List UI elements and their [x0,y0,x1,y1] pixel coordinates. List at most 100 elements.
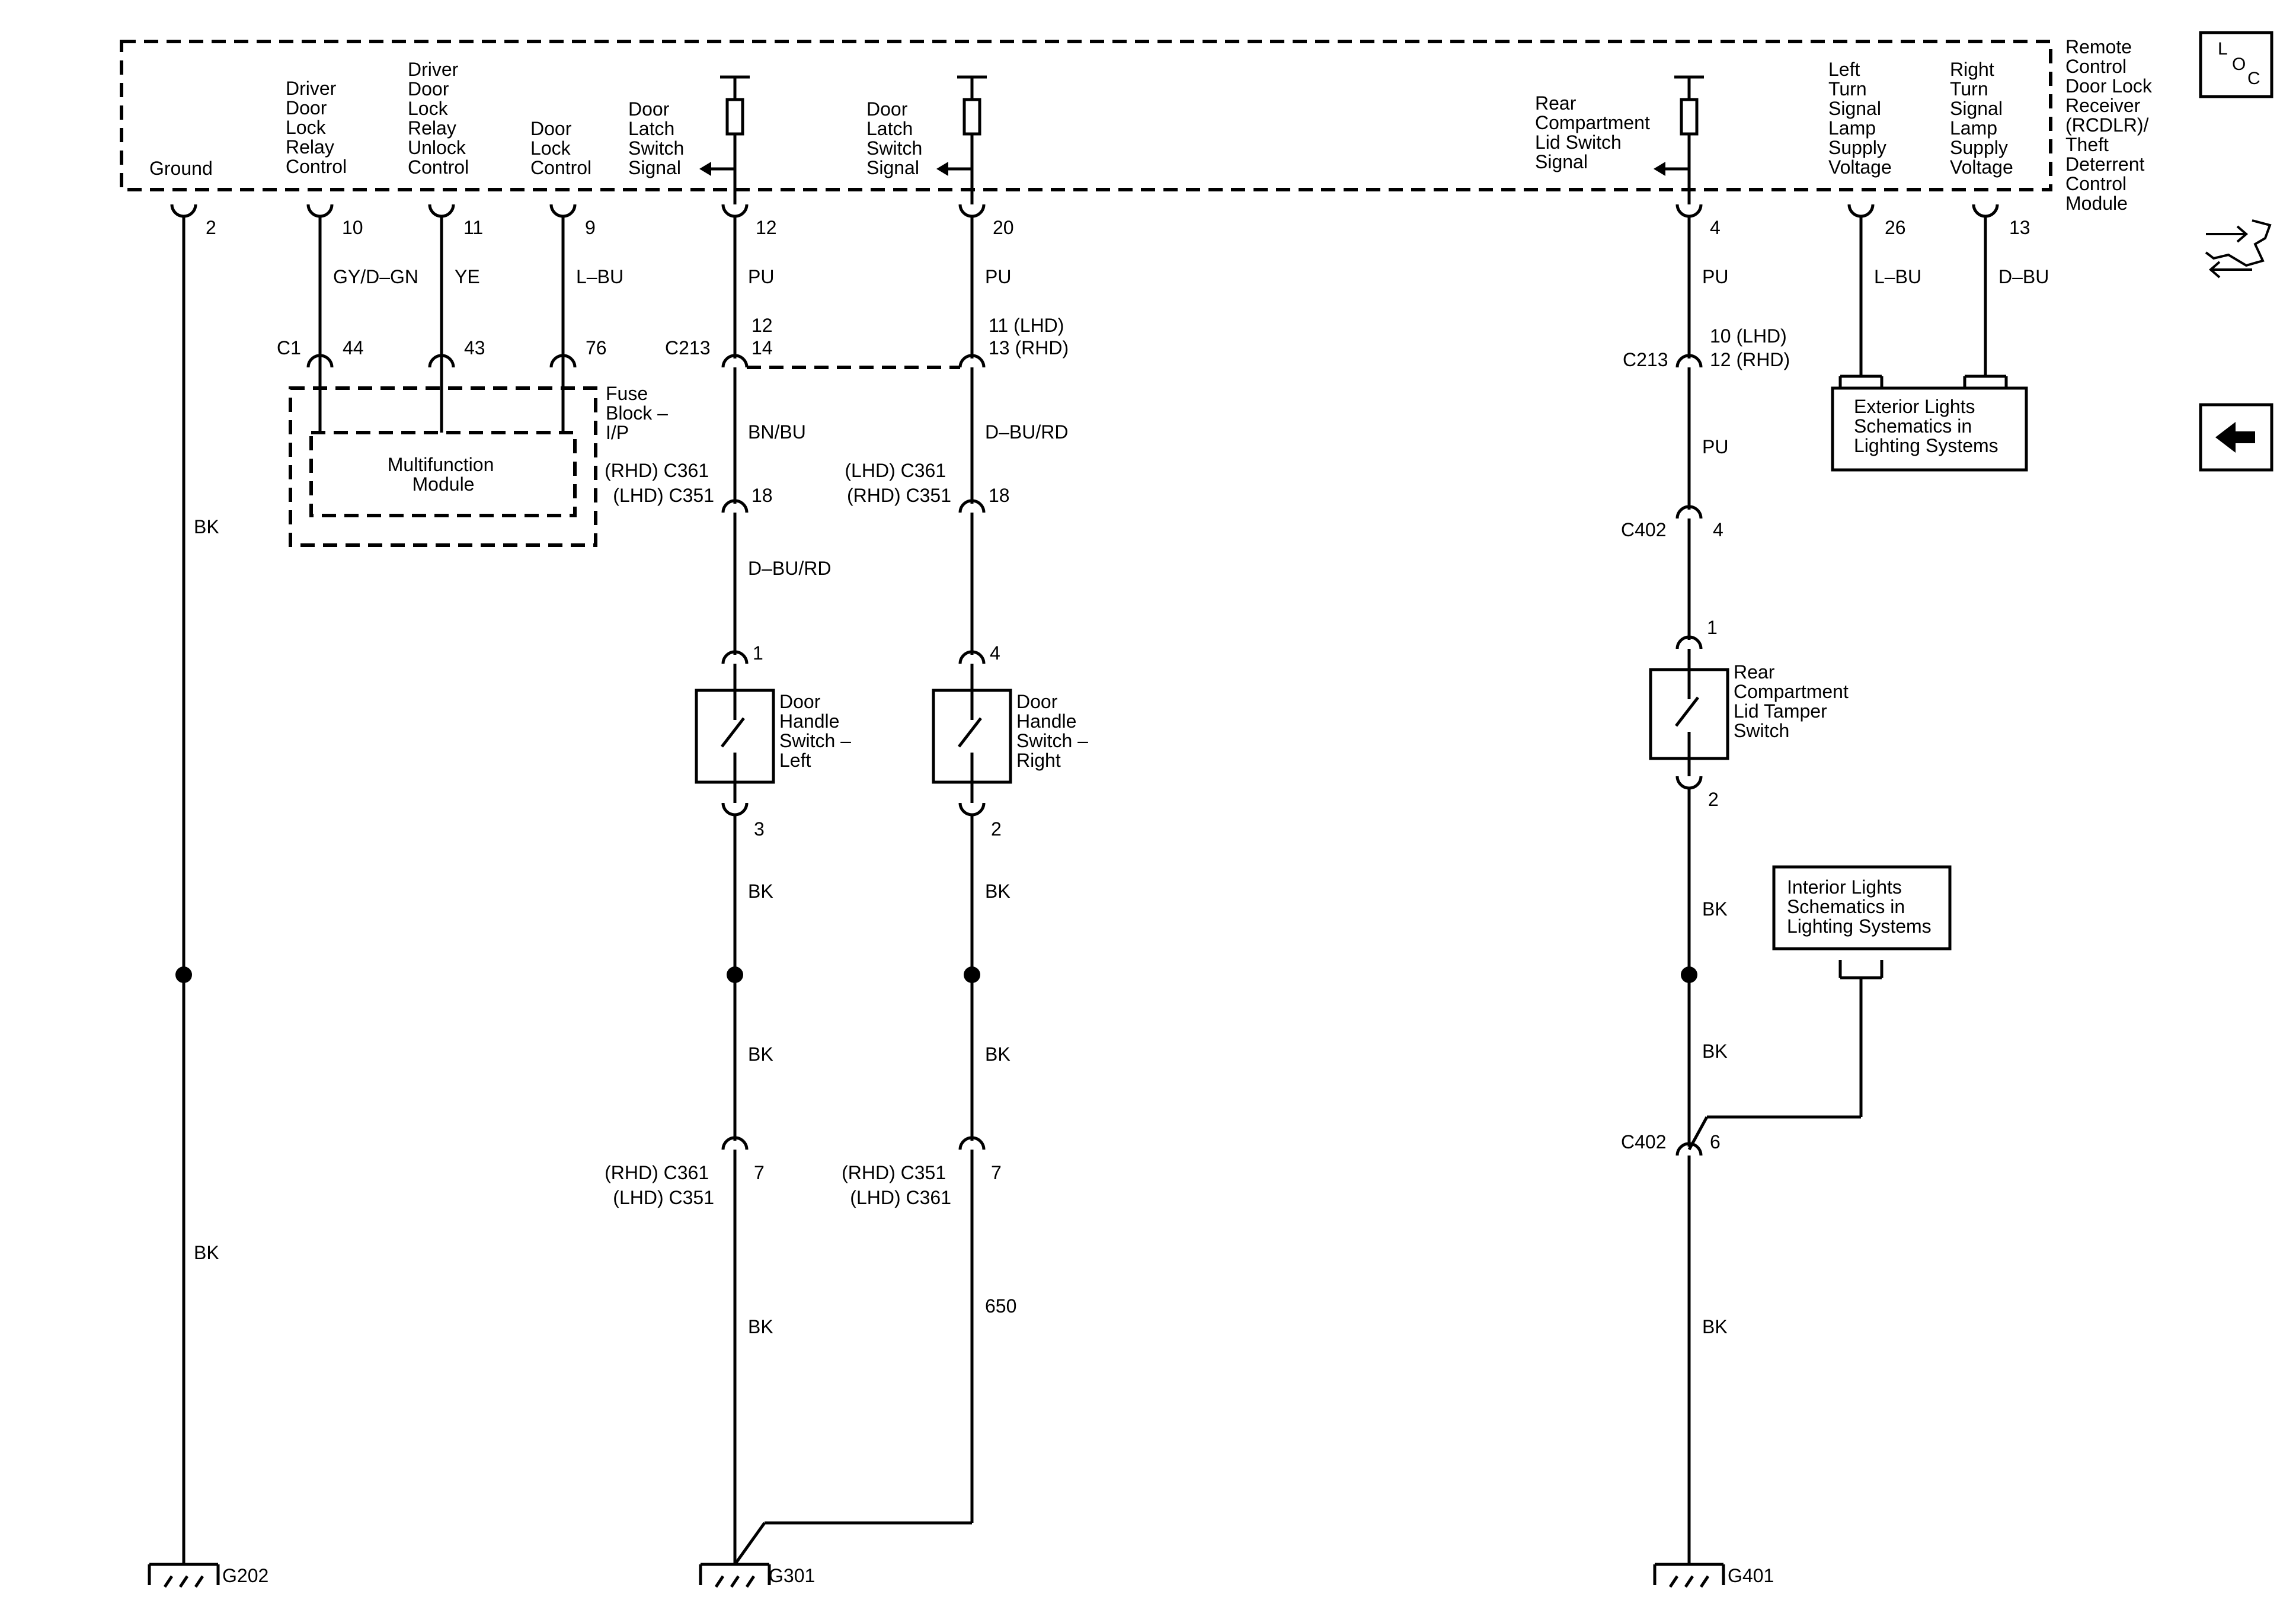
ground-label: Ground [149,158,213,179]
c361-left-pin: 18 [752,485,773,506]
wire-latch-right-pu: PU [985,266,1011,287]
c213-left-pin-14: 14 [752,337,773,359]
rear-lid-label: Rear Compartment Lid Switch Signal [1535,92,1655,172]
wire-ground-bk-1: BK [194,516,219,537]
wire-latch-left-dburd: D–BU/RD [748,558,831,579]
c213-right-pin-rhd: 13 (RHD) [989,337,1069,359]
latch-left-circuit [695,216,775,1564]
multifunction-module-box [309,431,577,517]
wire-rear-pu-2: PU [1702,436,1728,457]
c361-right-pin: 18 [989,485,1010,506]
switch-right-label: Door Handle Switch – Right [1016,691,1093,771]
wire-rear-bk-1: BK [1702,898,1728,920]
wire-latch-right-bk-2: BK [985,1044,1011,1065]
c1-pin-43: 43 [464,337,485,359]
bottom-conn-left-pin: 7 [754,1162,765,1183]
pullup-resistor-right [936,75,987,204]
wire-rear-bk-2: BK [1702,1041,1728,1062]
relay-control-label: Driver Door Lock Relay Control [286,78,347,177]
wire-latch-left-bk-2: BK [748,1044,773,1065]
wire-unlock-control: YE [455,266,480,287]
svg-text:O: O [2232,55,2246,74]
wire-latch-right-650: 650 [985,1295,1016,1317]
pin-latch-left: 12 [756,217,777,238]
wire-latch-right-bk-1: BK [985,881,1011,902]
pullup-resistor-left [699,75,750,204]
right-turn-label: Right Turn Signal Lamp Supply Voltage [1950,59,2013,178]
fuse-block-box [289,386,597,547]
c213-right-pin-lhd: 11 (LHD) [989,315,1064,336]
c213-rear-pin-rhd: 12 (RHD) [1710,349,1790,370]
pin-unlock-control: 11 [463,217,483,238]
wire-right-turn: D–BU [1998,266,2049,287]
wire-latch-left-pu: PU [748,266,774,287]
c361-right-label: (LHD) C361 (RHD) C351 [845,460,951,506]
left-turn-label: Left Turn Signal Lamp Supply Voltage [1828,59,1892,178]
pin-rear: 4 [1710,217,1721,238]
exterior-lights-ref-box[interactable] [1831,386,2028,472]
wire-left-turn: L–BU [1874,266,1921,287]
ground-symbol-g202 [148,1563,220,1588]
rear-lid-circuit [1649,216,1884,1564]
pin-ground: 2 [206,217,216,238]
c1-pin-76: 76 [586,337,607,359]
fuse-block-label: Fuse Block – I/P [606,383,673,443]
c213-left-label: C213 [665,337,711,359]
c361-left-label: (RHD) C361 (LHD) C351 [605,460,714,506]
ground-id-g202: G202 [222,1565,268,1586]
bottom-conn-right-label: (RHD) C351 (LHD) C361 [842,1162,951,1208]
wire-latch-left-bk-3: BK [748,1316,773,1337]
svg-text:C: C [2247,69,2260,88]
wire-latch-left-bk-1: BK [748,881,773,902]
latch-right-circuit [733,216,1012,1566]
wire-latch-left-bnbu: BN/BU [748,421,806,443]
svg-text:L: L [2218,39,2228,59]
ground-symbol-g401 [1653,1563,1725,1588]
unlock-control-label: Driver Door Lock Relay Unlock Control [408,59,471,178]
latch-right-label: Door Latch Switch Signal [866,98,928,178]
c1-pin-44: 44 [343,337,364,359]
wire-door-lock-control: L–BU [576,266,623,287]
rear-switch-label: Rear Compartment Lid Tamper Switch [1734,661,1854,741]
switch-right-pin-top: 4 [990,642,1000,664]
c402-bottom-pin: 6 [1710,1131,1721,1153]
back-arrow-icon[interactable] [2199,403,2273,472]
ground-id-g401: G401 [1728,1565,1774,1586]
switch-left-pin-top: 1 [753,642,763,664]
c402-top-label: C402 [1621,519,1667,540]
c402-top-pin: 4 [1713,519,1723,540]
connector-c1: C1 [277,337,301,359]
interior-lights-ref-box[interactable] [1772,865,1952,950]
c402-bottom-label: C402 [1621,1131,1667,1153]
module-title: Remote Control Door Lock Receiver (RCDLR… [2065,36,2157,214]
pullup-resistor-rear [1654,75,1704,204]
rear-switch-pin-bot: 2 [1708,789,1719,810]
bottom-conn-right-pin: 7 [991,1162,1002,1183]
pin-left-turn: 26 [1885,217,1906,238]
connector-view-icon[interactable] [2205,219,2272,279]
rcdlr-module-box [120,40,2052,191]
wire-rear-pu-1: PU [1702,266,1728,287]
switch-right-pin-bot: 2 [991,818,1002,840]
pin-latch-right: 20 [993,217,1014,238]
turn-signal-wires [1838,216,2008,388]
door-lock-control-label: Door Lock Control [530,118,591,178]
pin-right-turn: 13 [2009,217,2030,238]
bottom-conn-left-label: (RHD) C361 (LHD) C351 [605,1162,714,1208]
wire-ground-bk-2: BK [194,1242,219,1263]
c213-left-pin-12: 12 [752,315,773,336]
multifunction-module-label: Multifunction Module [388,454,500,495]
wire-latch-right-dburd: D–BU/RD [985,421,1068,443]
interior-lights-ref-text[interactable]: Interior Lights Schematics in Lighting S… [1787,876,1932,937]
latch-left-label: Door Latch Switch Signal [628,98,689,178]
c213-rear-label: C213 [1623,349,1668,370]
rear-switch-pin-top: 1 [1707,617,1718,638]
loc-icon[interactable]: L O C [2199,31,2273,98]
ground-circuit [175,216,192,1564]
pin-relay-control: 10 [342,217,363,238]
exterior-lights-ref-text[interactable]: Exterior Lights Schematics in Lighting S… [1854,396,1998,456]
wire-relay-control: GY/D–GN [333,266,418,287]
ground-id-g301: G301 [769,1565,815,1586]
module-pins [170,204,1999,218]
